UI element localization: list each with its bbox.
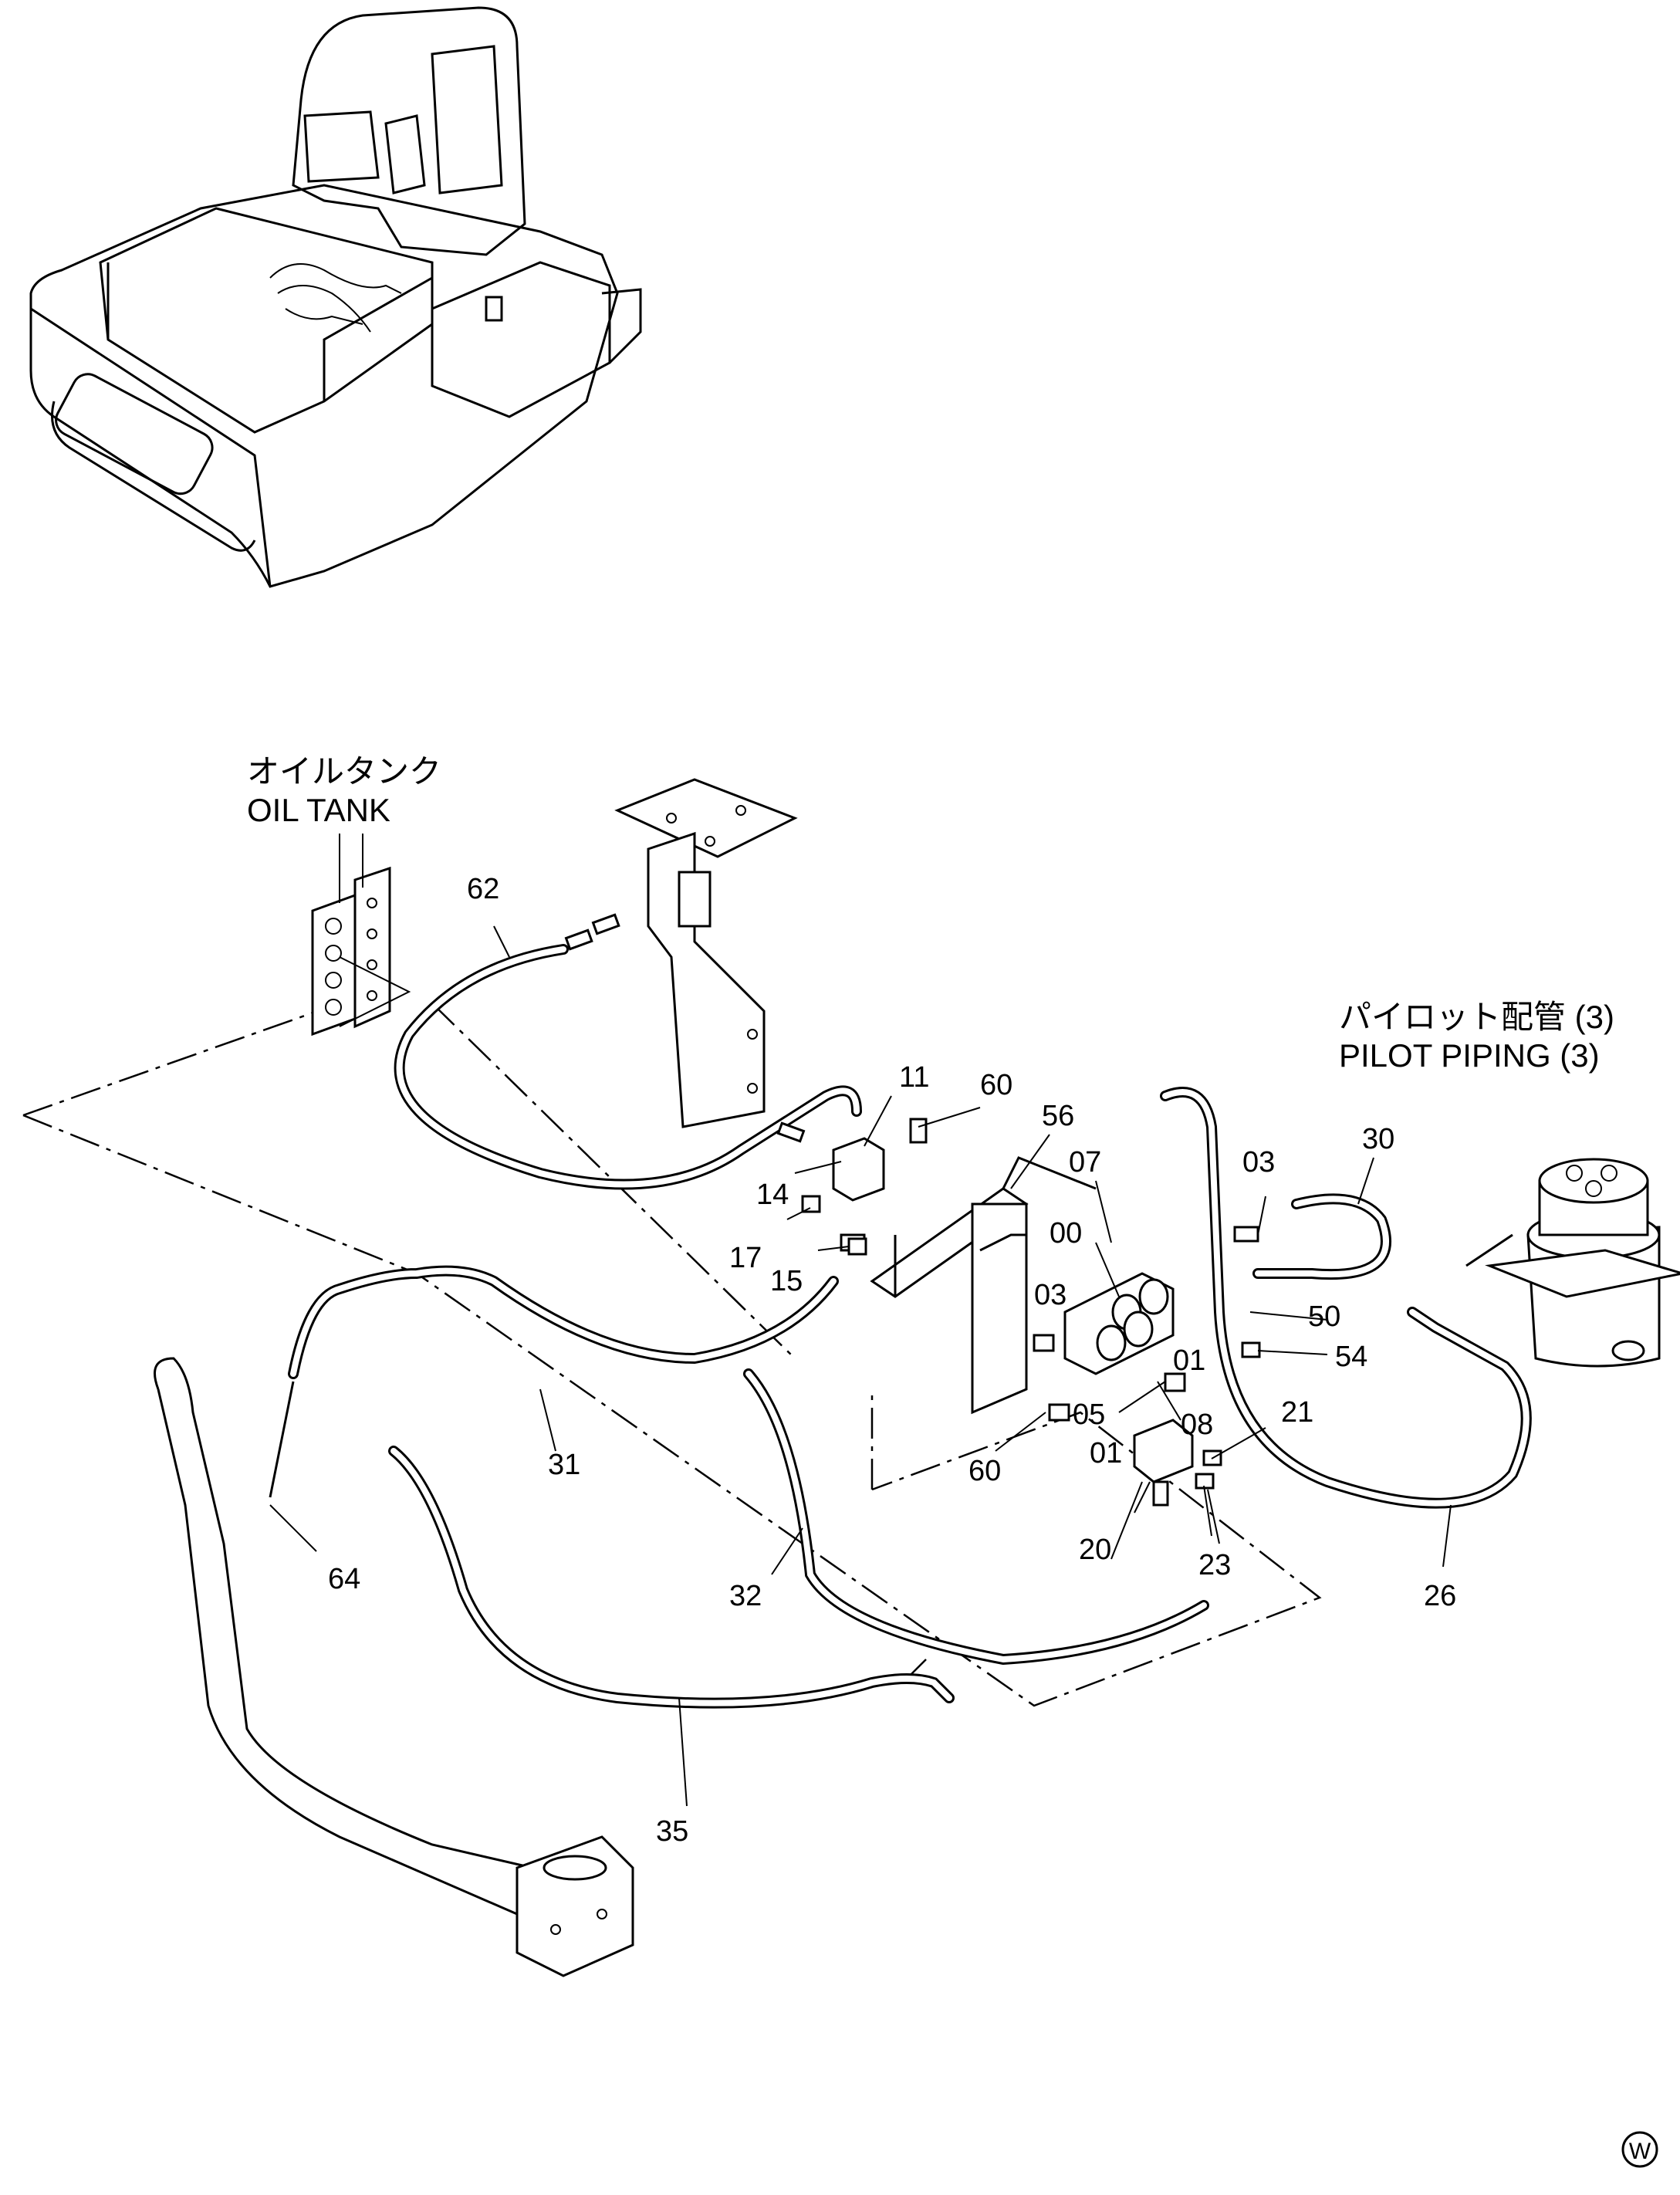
part-label: 03 [1242,1146,1275,1179]
pilot-piping-label-ja: パイロット配管 (3) [1339,999,1614,1035]
part-label: 11 [899,1061,929,1094]
part-label: 32 [729,1580,762,1612]
corner-mark-letter: W [1629,2139,1651,2164]
part-label: 03 [1034,1279,1066,1311]
hoses [269,944,1532,1709]
part-label: 01 [1090,1437,1122,1470]
part-label: 50 [1308,1300,1340,1333]
part-label: 56 [1042,1100,1074,1132]
pilot-piping-label-en: PILOT PIPING (3) [1339,1037,1600,1074]
callouts: オイルタンク OIL TANK パイロット配管 (3) PILOT PIPING… [247,753,1614,1074]
oil-tank-label-en: OIL TANK [247,792,390,828]
excavator-overview [29,6,642,588]
part-label: 20 [1079,1534,1111,1566]
part-label: 05 [1073,1399,1105,1431]
leader-lines [269,925,1452,1807]
oil-tank-bracket [311,834,411,1037]
part-label: 35 [656,1815,688,1848]
part-label: 60 [968,1455,1001,1487]
part-numbers: 62 11 60 56 07 03 30 14 17 15 00 03 01 5… [328,873,1456,1848]
part-label: 21 [1281,1396,1313,1429]
part-label: 30 [1362,1123,1394,1155]
part-label: 62 [467,873,499,905]
swing-pipe [154,1357,634,1977]
part-label: 17 [729,1242,762,1274]
part-label: 15 [770,1265,803,1297]
part-label: 08 [1181,1409,1213,1441]
part-label: 26 [1424,1580,1456,1612]
part-label: 60 [980,1069,1012,1101]
part-label: 54 [1335,1341,1367,1373]
part-label: 07 [1069,1146,1101,1179]
swivel-joint [1465,1158,1680,1368]
part-label: 23 [1198,1549,1231,1581]
part-label: 31 [548,1449,580,1481]
part-label: 64 [328,1563,360,1595]
pedestal-bracket [614,778,798,1128]
part-label: 00 [1050,1217,1082,1250]
part-label: 14 [756,1179,789,1211]
valve-assembly [564,913,1261,1507]
corner-mark: W [1621,2131,1658,2168]
oil-tank-label-ja: オイルタンク [247,753,441,790]
assembly-boundaries [22,1002,1322,1707]
part-label: 01 [1173,1344,1205,1377]
